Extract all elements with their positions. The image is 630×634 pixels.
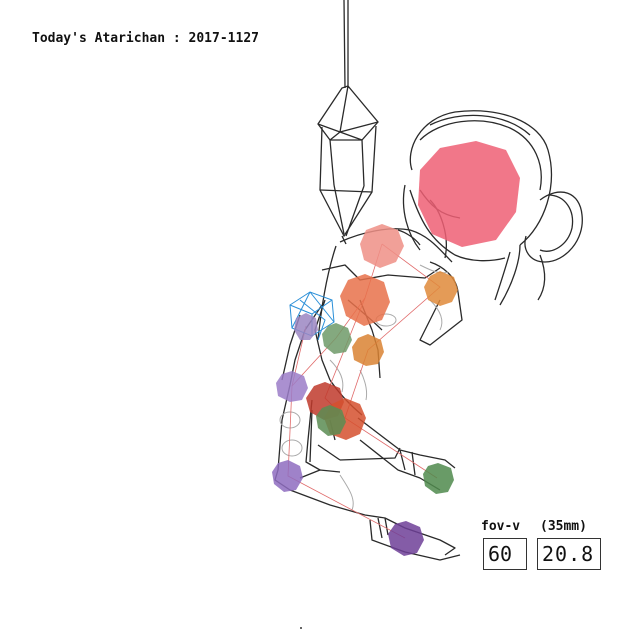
hanging-lamp [317, 0, 379, 245]
shoulder-right-joint [424, 271, 458, 306]
pelvis-joint [316, 405, 346, 436]
hand-left-joint [388, 521, 424, 556]
wrist-left-joint [272, 460, 303, 492]
fov-label: fov-v [481, 519, 521, 534]
hip-joint [340, 274, 390, 326]
chest-joint [360, 224, 404, 268]
lens-mm-input[interactable] [537, 538, 601, 570]
shoulder-left-joint [294, 313, 318, 340]
elbow-right-joint [352, 334, 384, 366]
page-title: Today's Atarichan : 2017-1127 [32, 31, 259, 46]
joint-markers[interactable] [272, 141, 520, 556]
lens-label: (35mm) [540, 519, 587, 534]
fov-input[interactable] [483, 538, 527, 570]
hand-right-joint [423, 463, 454, 494]
cursor-dot [300, 627, 302, 629]
elbow-left-joint [276, 371, 308, 402]
spine-joint [322, 323, 352, 354]
head-joint [418, 141, 520, 247]
